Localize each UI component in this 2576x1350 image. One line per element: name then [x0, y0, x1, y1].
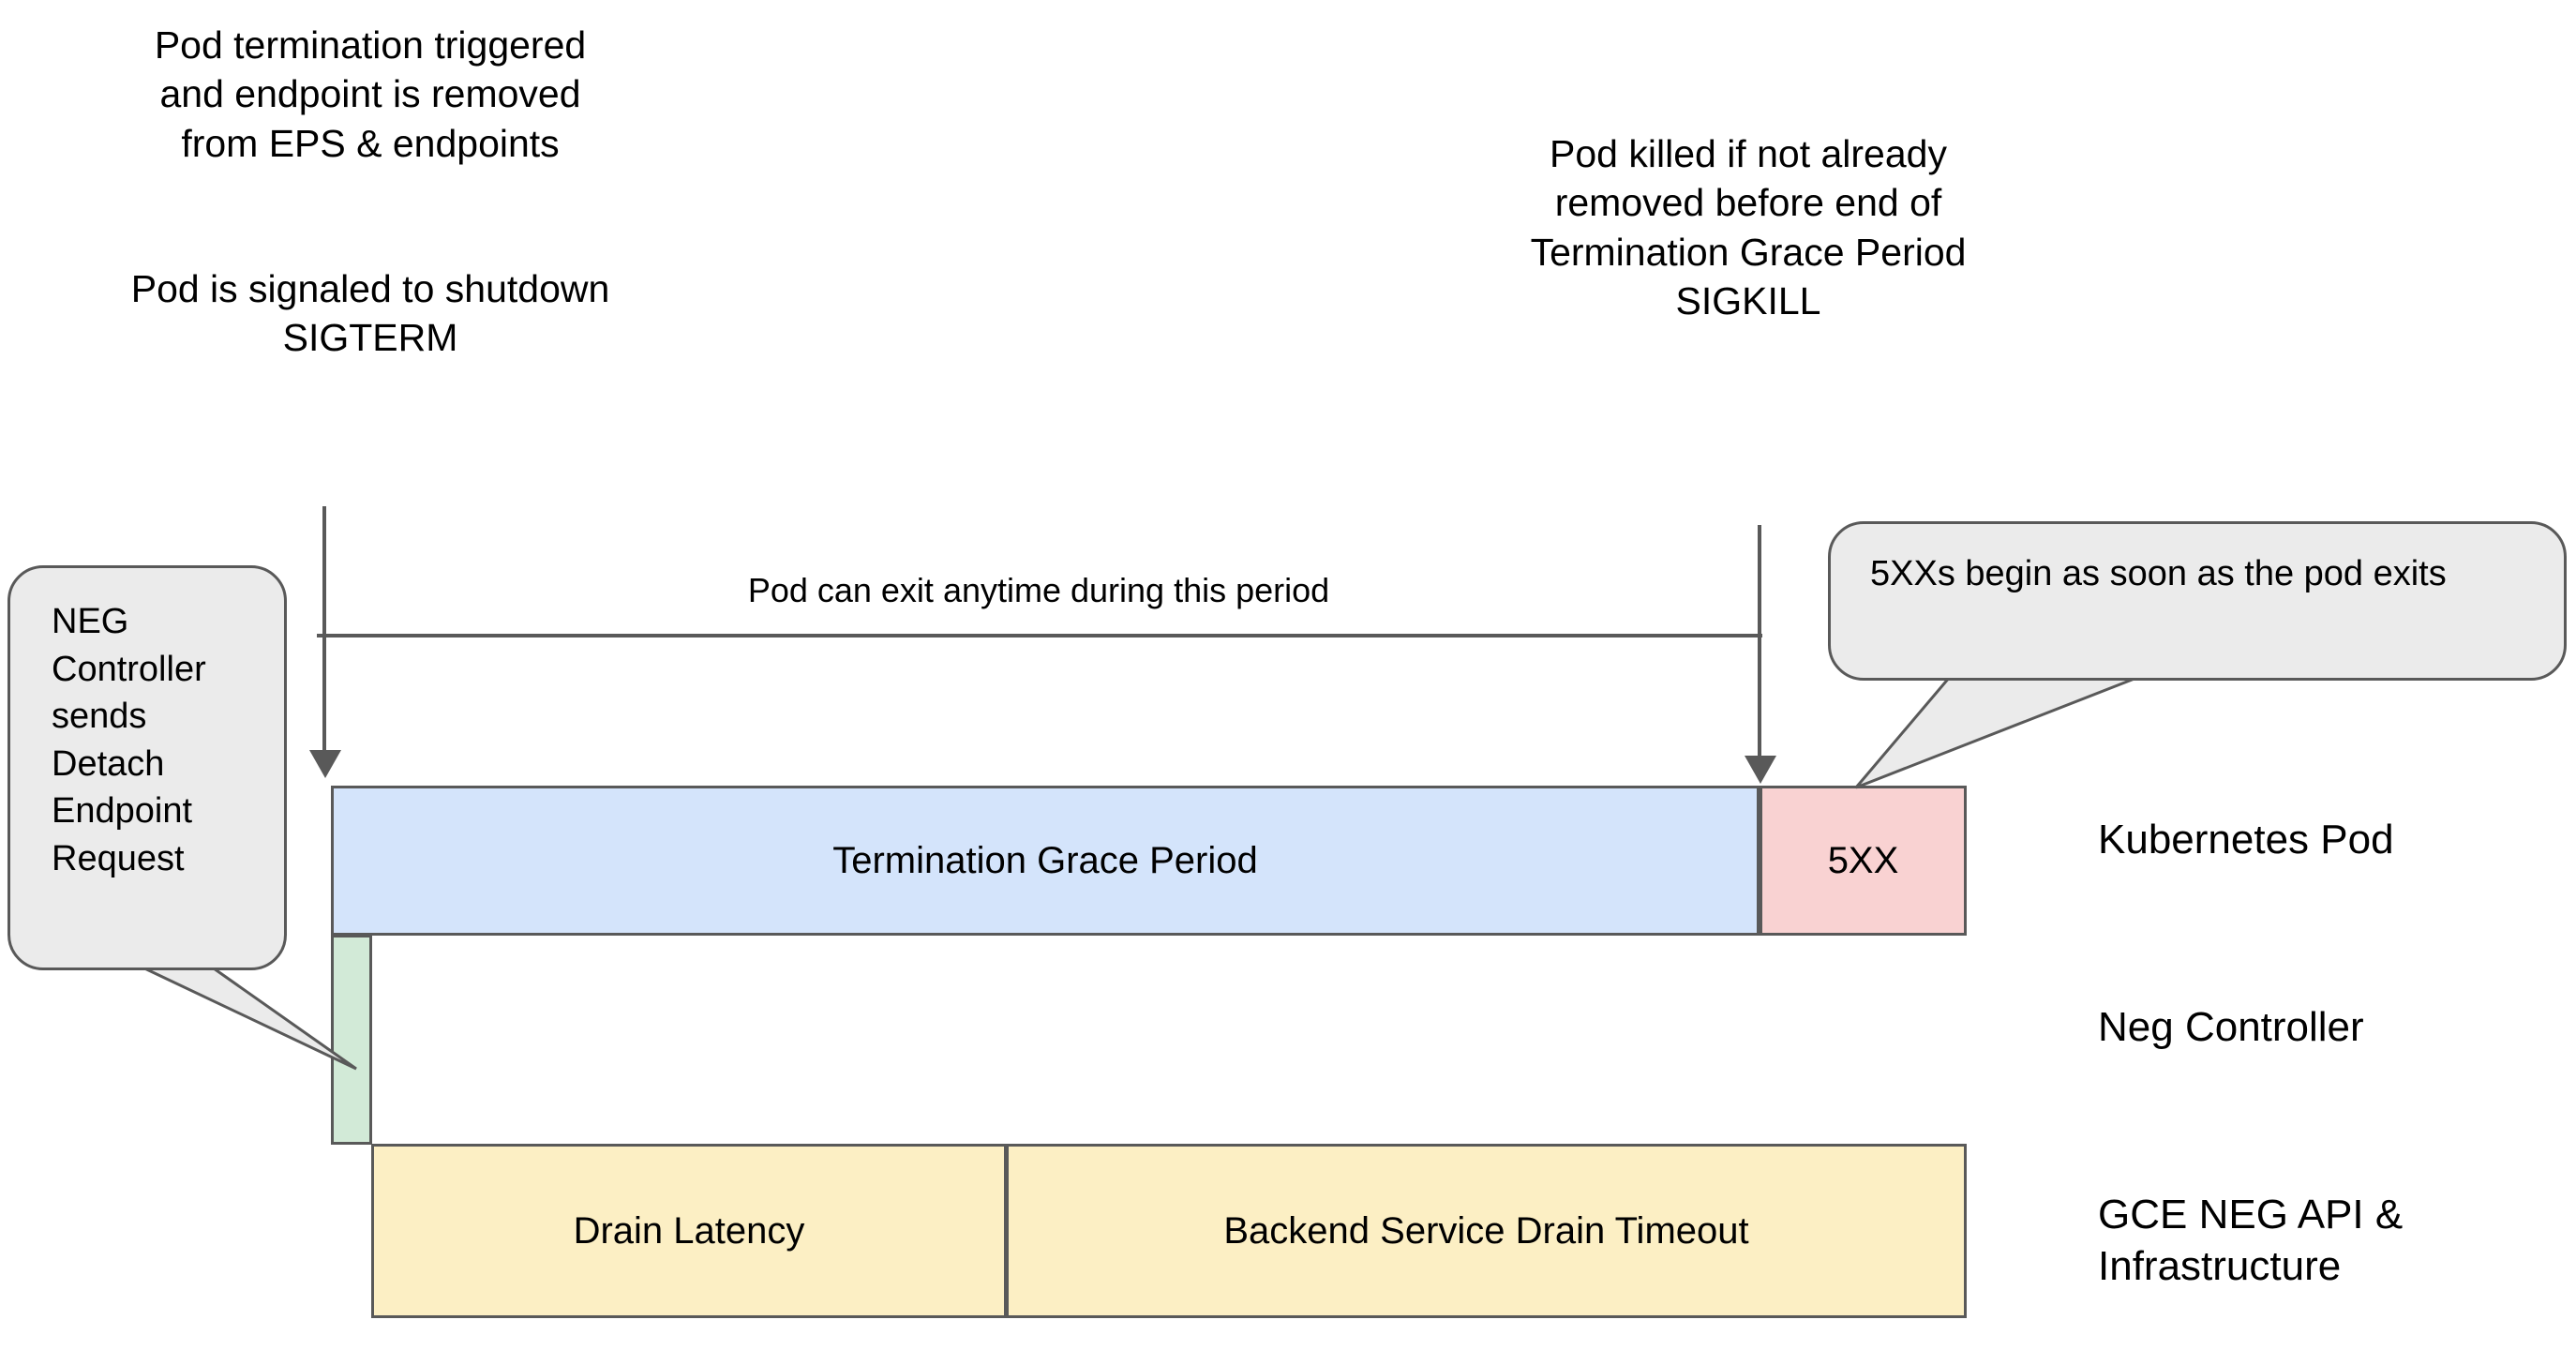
bar-drain-latency: Drain Latency: [371, 1144, 1007, 1318]
callout-tail-5xx: [1854, 675, 2140, 789]
event-arrow-start-head-icon: [309, 750, 341, 778]
callout-tail-neg-controller: [138, 964, 357, 1071]
event-arrow-start-line: [322, 506, 326, 752]
event-arrow-end-head-icon: [1745, 756, 1776, 784]
bar-neg-detach: [331, 935, 372, 1145]
bar-5xx: 5XX: [1760, 786, 1967, 936]
period-span-line: [317, 634, 1762, 638]
annotation-pod-termination-triggered: Pod termination triggered and endpoint i…: [154, 23, 587, 165]
bar-backend-service-drain-timeout: Backend Service Drain Timeout: [1006, 1144, 1967, 1318]
annotation-pod-killed-sigkill: Pod killed if not already removed before…: [1530, 132, 1967, 323]
bar-termination-grace-period: Termination Grace Period: [331, 786, 1760, 936]
callout-5xx-begin: 5XXs begin as soon as the pod exits: [1828, 521, 2567, 681]
lane-label-neg-controller: Neg Controller: [2098, 1004, 2364, 1050]
lane-label-kubernetes-pod: Kubernetes Pod: [2098, 817, 2394, 862]
callout-neg-controller: NEG Controller sends Detach Endpoint Req…: [7, 565, 287, 970]
period-span-label: Pod can exit anytime during this period: [747, 571, 1330, 609]
event-arrow-end-line: [1758, 525, 1761, 758]
lane-label-gce-neg-api: GCE NEG API & Infrastructure: [2098, 1192, 2404, 1289]
annotation-pod-signaled-sigterm: Pod is signaled to shutdown SIGTERM: [130, 267, 610, 360]
